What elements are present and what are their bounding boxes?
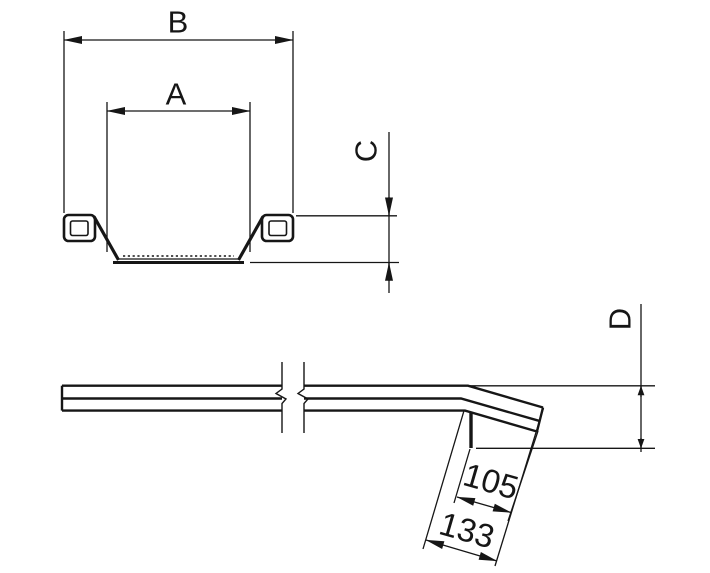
dimension-d <box>468 304 655 452</box>
dim-label-c: C <box>349 140 384 162</box>
dim-label-d: D <box>603 308 638 330</box>
dim-label-105: 105 <box>459 456 522 507</box>
right-slope-wall <box>237 215 265 261</box>
break-line-right <box>296 362 310 433</box>
dimension-133 <box>422 407 545 567</box>
plank-top-right-and-lip <box>304 384 544 409</box>
profile-outline <box>62 213 295 264</box>
dimension-b <box>63 31 294 213</box>
dim-133-extension-right <box>494 407 545 567</box>
left-tube-outer <box>62 213 97 243</box>
plank-bottom-right-and-lip <box>304 409 538 433</box>
right-tube-inner <box>268 220 288 237</box>
break-lines <box>274 362 310 433</box>
dim-105-line <box>456 496 512 514</box>
dim-105-extension-left <box>453 448 471 504</box>
dim-label-133: 133 <box>435 505 498 556</box>
break-line-left <box>274 362 288 433</box>
right-edge-tube <box>260 213 295 243</box>
dim-label-a: A <box>166 77 187 112</box>
dimension-a <box>106 102 251 252</box>
right-tube-outer <box>260 213 295 243</box>
profile-bottom <box>113 255 244 264</box>
plank-mid-right-and-lip <box>304 397 540 422</box>
left-tube-inner <box>69 220 89 237</box>
dimension-c <box>250 132 399 293</box>
ramp-plank <box>60 384 545 433</box>
cross-section-view: B A C <box>62 5 399 293</box>
left-slope-wall <box>92 215 120 261</box>
left-edge-tube <box>62 213 97 243</box>
dim-133-extension-left <box>422 410 465 550</box>
dim-133-line <box>425 539 498 562</box>
dim-label-b: B <box>168 5 189 40</box>
side-view: D 105 133 <box>60 304 655 567</box>
